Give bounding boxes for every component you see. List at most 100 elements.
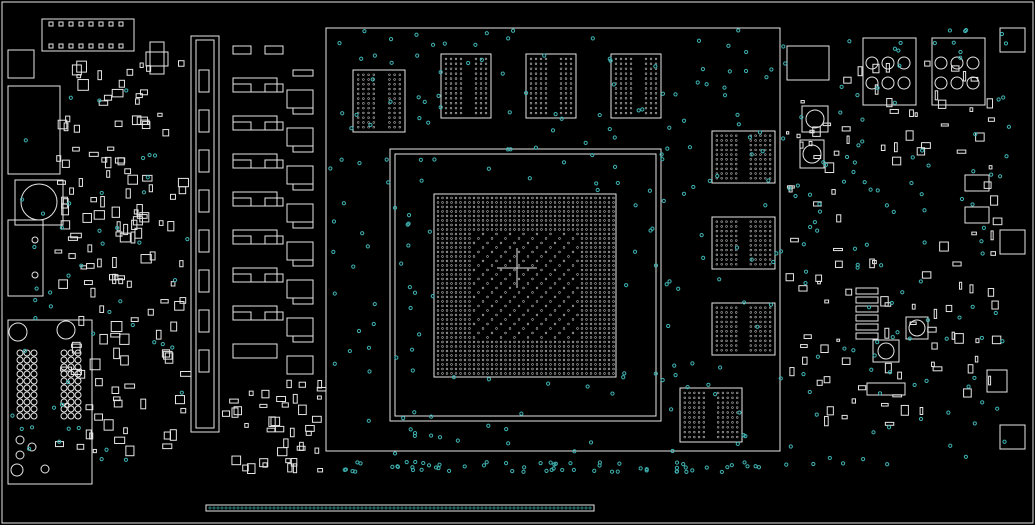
via (764, 75, 769, 80)
memory-ball (688, 391, 691, 395)
bga-ball (607, 246, 611, 249)
smd-pad (126, 280, 132, 288)
via (749, 257, 754, 262)
pcie-pin (432, 506, 436, 510)
bga-ball (454, 237, 458, 240)
bga-ball (549, 349, 552, 353)
memory-ball (367, 92, 370, 96)
connector-pin (23, 398, 31, 406)
bga-ball (463, 295, 467, 299)
via (407, 285, 412, 290)
memory-ball (619, 72, 623, 75)
via (817, 209, 823, 214)
bga-ball (450, 282, 453, 285)
via (860, 117, 865, 122)
memory-ball (619, 111, 623, 115)
bga-ball (603, 223, 606, 227)
bga-ball (612, 345, 615, 348)
memory-ball (449, 77, 453, 80)
via (1006, 124, 1012, 129)
via (552, 462, 557, 467)
bga-ball (598, 232, 602, 236)
inductor (232, 343, 278, 359)
smd-pad (803, 334, 812, 340)
via (404, 460, 409, 465)
via (1001, 95, 1006, 100)
smd-pad (139, 89, 148, 96)
memory-ball (569, 72, 573, 75)
via (436, 465, 441, 471)
via (892, 46, 898, 51)
pcie-pin (320, 506, 324, 510)
bga-ball (553, 196, 557, 200)
memory-ball (398, 73, 401, 76)
bga-ball (517, 205, 521, 209)
via (51, 405, 57, 410)
bga-ball (450, 313, 453, 317)
memory-ball (544, 62, 548, 66)
memory-ball (768, 349, 772, 352)
via (633, 203, 638, 208)
via (958, 55, 963, 60)
memory-ball (534, 87, 538, 90)
pcie-pin (248, 506, 252, 510)
memory-ball (544, 97, 548, 100)
memory-ball (735, 177, 738, 180)
via (875, 188, 880, 193)
via (722, 85, 727, 90)
bga-ball (450, 264, 453, 267)
via (685, 385, 690, 390)
memory-ball (768, 153, 772, 156)
bga-ball (580, 210, 584, 213)
bga-ball (544, 340, 548, 344)
bga-ball (486, 349, 489, 353)
connector-pin (15, 435, 25, 445)
bga-ball (472, 336, 476, 339)
bga-ball (562, 340, 566, 344)
bga-ball (535, 345, 539, 348)
resistor-array (286, 355, 314, 375)
bga-ball (589, 228, 593, 231)
pcie-pin (416, 506, 420, 510)
bga-ball (450, 304, 453, 308)
bga-ball (580, 196, 584, 200)
via (40, 211, 46, 216)
smd-pad (71, 343, 82, 348)
bga-ball (454, 264, 458, 267)
bga-ball (531, 250, 534, 254)
memory-ball (730, 167, 733, 171)
bga-ball (540, 196, 543, 200)
bga-ball (450, 241, 453, 245)
bga-ball (607, 232, 611, 236)
bga-ball (468, 318, 471, 321)
bga-ball (495, 358, 498, 362)
smd-pad (140, 254, 152, 264)
bga-ball (490, 237, 494, 240)
smd-pad (990, 230, 994, 241)
smd (855, 296, 879, 304)
smd-pad (934, 90, 939, 101)
via (538, 460, 543, 466)
bga-ball (589, 210, 593, 213)
bga-ball (526, 354, 530, 357)
memory-ball (474, 82, 478, 85)
memory-ball (357, 126, 360, 129)
mount-hole (10, 463, 24, 477)
bga-ball (580, 345, 584, 348)
bga-ball (544, 250, 548, 254)
via (350, 469, 355, 474)
via (890, 334, 895, 340)
memory-ball (454, 62, 458, 66)
via (427, 229, 432, 234)
memory-ball (715, 253, 719, 257)
memory-ball (768, 234, 772, 238)
bga-ball (607, 228, 611, 231)
bga-ball (567, 309, 570, 312)
bga-ball (450, 205, 453, 209)
bga-ball (598, 205, 602, 209)
bga-ball (549, 273, 552, 276)
bga-ball (459, 210, 462, 213)
bga-ball (472, 268, 476, 272)
